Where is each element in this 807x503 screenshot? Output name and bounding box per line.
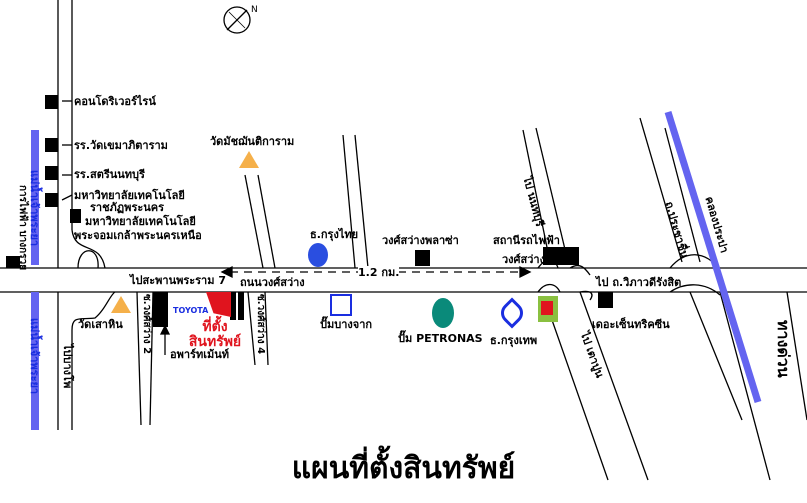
- toyota-logo: TOYOTA: [173, 306, 209, 315]
- expressway-edge: [719, 291, 771, 481]
- label-school: รร.วัดเขมาภิตาราม: [74, 139, 168, 152]
- road-label: ถนนวงศ์สว่าง: [240, 276, 305, 289]
- building-marker: [238, 292, 244, 320]
- distance-label: 1.2 กม.: [358, 266, 400, 279]
- soi4-edge: [247, 291, 256, 366]
- label-egat: การไฟฟ้า บางกรวย: [17, 185, 28, 271]
- nonthaburi-road-edge: [535, 127, 569, 263]
- label-temple: วัดมัชฌันติการาม: [210, 135, 295, 148]
- label-university: มหาวิทยาลัยเทคโนโลยี: [85, 215, 196, 228]
- station-marker: [543, 247, 579, 265]
- label-university: ราชภัฏพระนคร: [90, 201, 165, 214]
- soi2-edge: [149, 291, 154, 426]
- side-road: [342, 134, 356, 269]
- temple-icon: [111, 296, 131, 313]
- compass-icon: N: [223, 5, 258, 34]
- map-title: แผนที่ตั้งสินทรัพย์: [291, 451, 516, 486]
- road-label: ไป ถ.วิภาวดีรังสิต: [596, 276, 682, 289]
- soi2-edge: [136, 291, 142, 426]
- road-label: ทางด่วน: [774, 320, 793, 378]
- river-label: แม่น้ำเจ้าพระยา: [28, 318, 41, 395]
- side-road: [244, 174, 264, 269]
- building-marker: [45, 95, 58, 109]
- label-university: พระจอมเกล้าพระนครเหนือ: [74, 229, 202, 242]
- building-marker: [45, 166, 58, 180]
- canal: [664, 110, 762, 404]
- arrow-up-icon: [159, 324, 171, 335]
- arrow-right-icon: [519, 265, 532, 279]
- building-marker: [45, 193, 58, 207]
- road-label: ซ.วงศ์สว่าง 4: [255, 294, 266, 355]
- temple-icon: [239, 151, 259, 168]
- prachachuen-edge: [639, 117, 683, 263]
- label-station: สถานีรถไฟฟ้า: [493, 234, 560, 247]
- side-road: [354, 134, 369, 269]
- label-temple: วัดเสาหิน: [78, 318, 123, 331]
- taopoon-road-edge: [544, 299, 609, 481]
- road-label: ซ.วงศ์สว่าง 2: [141, 294, 152, 355]
- store-logo-icon: [538, 296, 558, 322]
- arrow-left-icon: [220, 265, 233, 279]
- prachachuen-edge: [664, 127, 701, 263]
- soi4-edge: [264, 291, 269, 366]
- bangchak-logo-icon: [330, 294, 352, 316]
- label-bank: ธ.กรุงเทพ: [490, 334, 538, 347]
- label-school: รร.สตรีนนทบุรี: [74, 168, 145, 181]
- taopoon-road-edge: [579, 291, 649, 481]
- label-apartment: อพาร์ทเม้นท์: [170, 348, 229, 361]
- building-marker: [230, 292, 236, 320]
- bangpho-road-edge: [71, 291, 116, 430]
- building-marker: [415, 250, 430, 266]
- asset-label-line: ที่ตั้ง: [202, 319, 228, 335]
- side-road: [257, 174, 276, 269]
- u-turn: [77, 250, 99, 269]
- expressway-edge: [786, 291, 807, 421]
- label-plaza: วงศ์สว่างพลาซ่า: [382, 234, 459, 247]
- road-label: ไปสะพานพระราม 7: [130, 274, 226, 287]
- building-marker: [6, 256, 20, 268]
- road-label: ไปบางโพ: [61, 344, 74, 389]
- prachachuen-edge: [689, 291, 743, 421]
- petronas-logo-icon: [432, 298, 454, 328]
- label-green: เดอะเซ็นทริคซีน: [592, 318, 670, 331]
- label-bank: ธ.กรุงไทย: [310, 228, 359, 241]
- asset-label-line: สินทรัพย์: [188, 334, 242, 350]
- label-condo: คอนโดริเวอร์ไรน์: [74, 95, 156, 108]
- svg-text:N: N: [251, 5, 258, 15]
- building-marker: [45, 138, 58, 152]
- asset-label: ที่ตั้งสินทรัพย์: [180, 320, 250, 350]
- building-marker: [70, 209, 81, 223]
- river-label: แม่น้ำเจ้าพระยา: [28, 170, 41, 247]
- label-station: วงศ์สว่าง: [502, 253, 545, 266]
- left-road-curve: [71, 229, 106, 269]
- building-marker: [598, 292, 613, 308]
- ktb-logo-icon: [308, 243, 328, 267]
- label-university: มหาวิทยาลัยเทคโนโลยี: [74, 189, 185, 202]
- label-gas-station: ปั๊มบางจาก: [320, 318, 373, 331]
- nonthaburi-road-edge: [522, 129, 551, 263]
- label-gas-station: ปั๊ม PETRONAS: [398, 332, 483, 345]
- apartment-marker: [153, 292, 168, 327]
